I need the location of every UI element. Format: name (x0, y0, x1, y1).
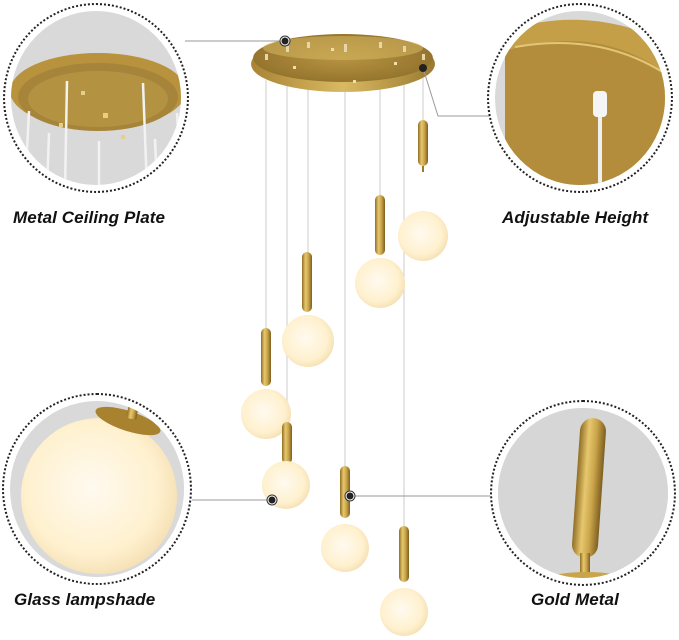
adjustable-height-detail-circle (487, 3, 673, 193)
adjustable-height-detail-image (505, 19, 665, 185)
ceiling-plate-detail-circle (3, 3, 189, 193)
gold-metal-detail-circle (490, 400, 676, 586)
adjustable-height-label: Adjustable Height (502, 208, 649, 227)
callout-lines (185, 40, 490, 501)
callout-markers (266, 35, 427, 506)
ceiling-plate (251, 34, 435, 92)
ceiling-plate-label: Metal Ceiling Plate (13, 208, 166, 227)
pendants (241, 120, 448, 636)
glass-lampshade-detail-image (11, 401, 184, 577)
glass-lampshade-detail-circle (2, 393, 192, 585)
gold-metal-label: Gold Metal (531, 590, 619, 609)
suspension-cords (265, 70, 424, 528)
gold-metal-detail-image (498, 408, 668, 578)
ceiling-plate-detail-image (11, 53, 181, 185)
glass-lampshade-label: Glass lampshade (14, 590, 156, 609)
